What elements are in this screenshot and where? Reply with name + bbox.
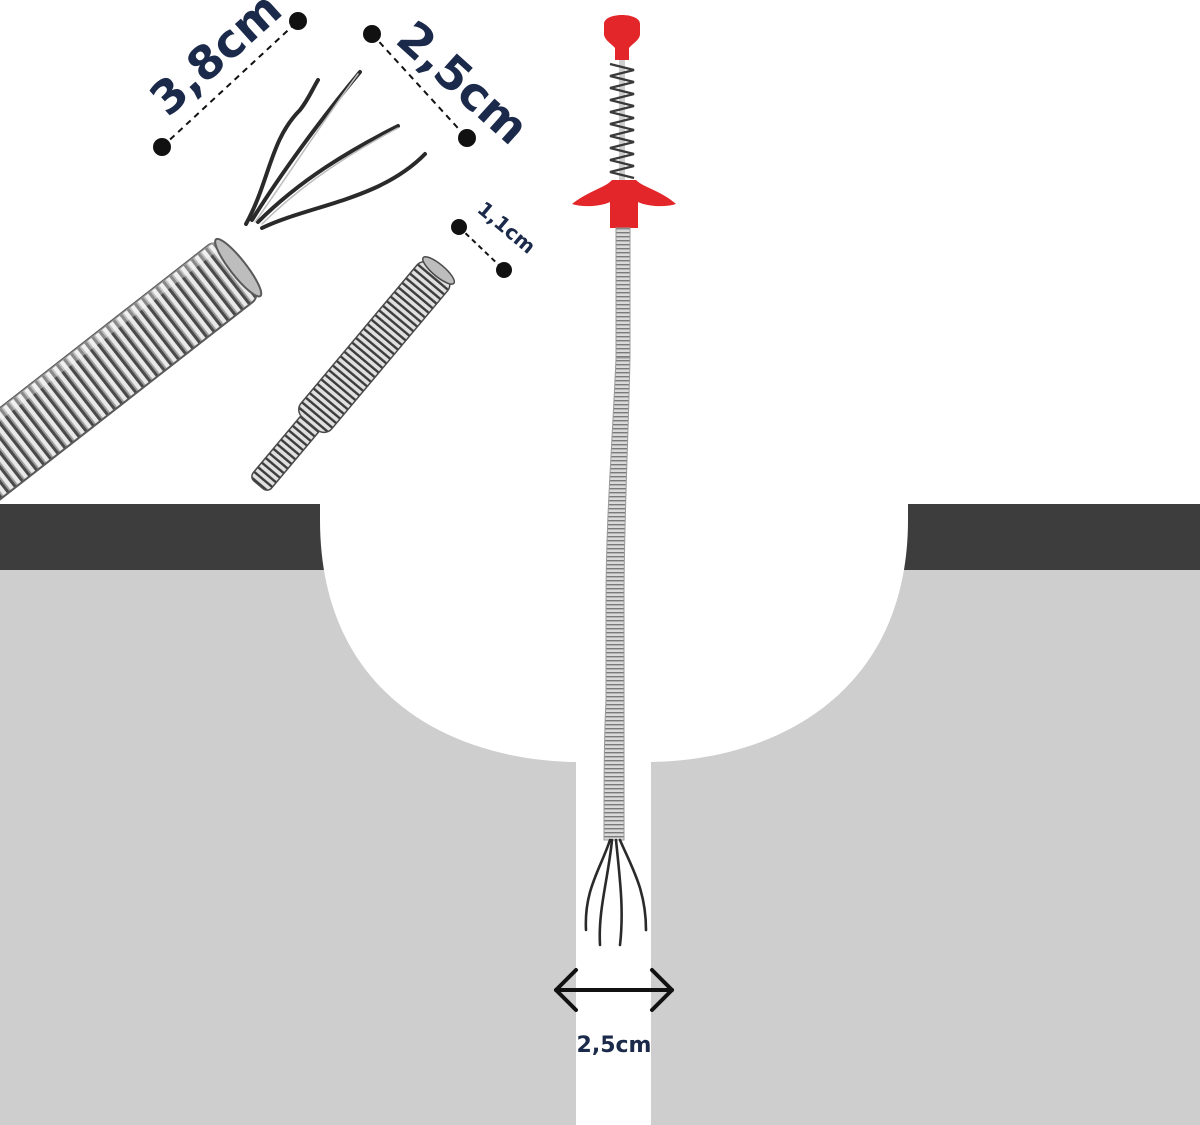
dimension-pipe-width: 2,5cm [554, 968, 674, 1058]
dot-icon [289, 12, 307, 30]
sink-cross-section [0, 498, 1200, 1125]
coil-tube-thin [251, 256, 456, 491]
flexible-shaft [615, 227, 631, 359]
prong-length-label: 3,8cm [139, 0, 292, 126]
plunger-cap [604, 15, 640, 60]
tube-closeup [251, 256, 456, 491]
dot-icon [458, 129, 476, 147]
dot-icon [153, 138, 171, 156]
flexible-shaft-lower [603, 357, 631, 841]
double-headed-arrow-icon [554, 968, 674, 1012]
claw-prongs [244, 70, 427, 230]
dot-icon [451, 219, 467, 235]
spring [609, 60, 635, 185]
grabber-tool [572, 15, 676, 947]
tube-diameter-label: 1,1cm [473, 196, 541, 258]
claw-closeup [0, 70, 427, 521]
dot-icon [496, 262, 512, 278]
pipe-width-label: 2,5cm [577, 1033, 652, 1058]
claw-tip [584, 838, 648, 947]
finger-handle [572, 180, 676, 228]
coil-tube-large [0, 237, 263, 521]
dot-icon [363, 25, 381, 43]
dimension-tube-diameter: 1,1cm [451, 196, 540, 278]
